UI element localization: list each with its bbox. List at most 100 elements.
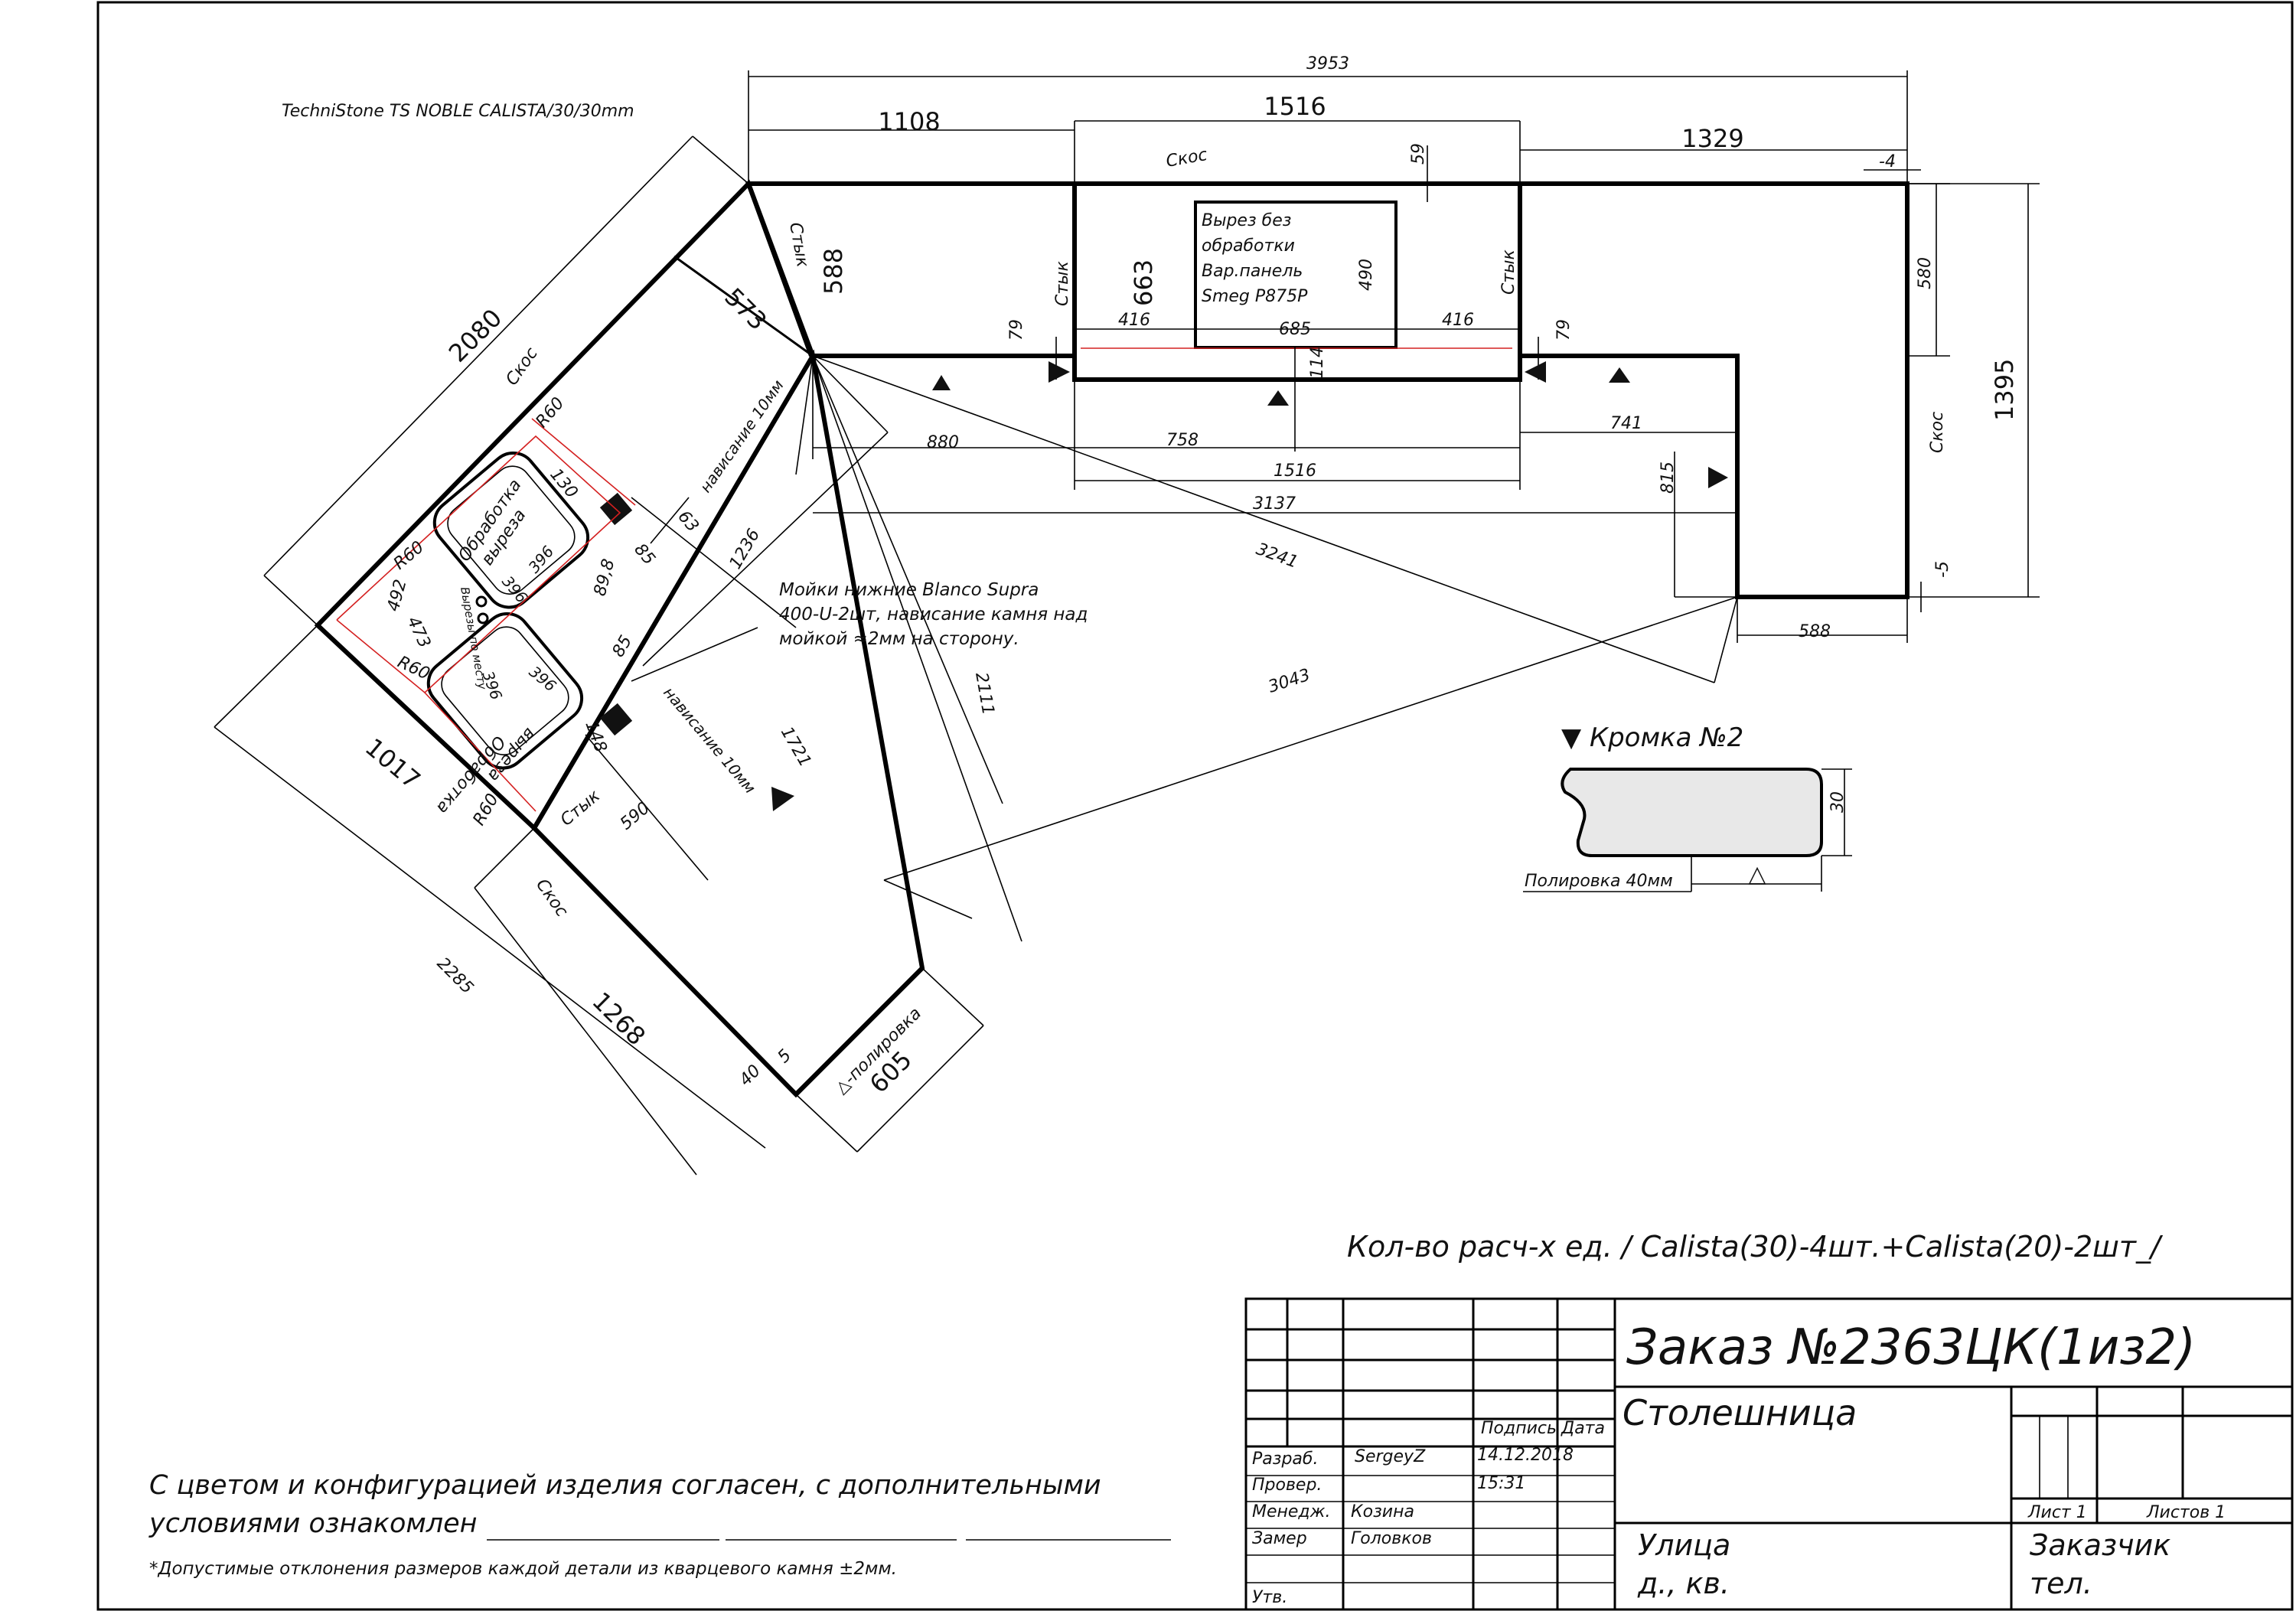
edge-profile xyxy=(1523,768,1852,892)
label-r60-3: R60 xyxy=(394,653,432,684)
tb-list: Лист 1 xyxy=(2027,1503,2087,1522)
dim-2111: 2111 xyxy=(971,671,997,716)
sink-cutouts xyxy=(426,451,633,770)
label-styk-2: Стык xyxy=(1053,260,1072,306)
dim-3241: 3241 xyxy=(1254,540,1300,572)
dim-416-left: 416 xyxy=(1118,311,1150,330)
dim-396c: 396 xyxy=(478,669,506,703)
tb-zamer: Замер xyxy=(1252,1529,1307,1548)
dim-685: 685 xyxy=(1279,320,1311,339)
sinks-note-1: Мойки нижние Blanco Supra xyxy=(779,580,1039,600)
dim-758: 758 xyxy=(1166,431,1199,450)
dim-588-top: 588 xyxy=(819,248,848,295)
sheet-frame xyxy=(96,1,2294,1611)
tb-house: д., кв. xyxy=(1637,1567,1730,1600)
label-navis-2: нависание 10мм xyxy=(660,683,759,797)
dim-3137: 3137 xyxy=(1253,494,1296,514)
agreement-line-1: С цветом и конфигурацией изделия согласе… xyxy=(149,1470,1101,1501)
dim-1516-lower: 1516 xyxy=(1274,461,1316,481)
dim-2285: 2285 xyxy=(433,954,477,998)
tolerance-note: *Допустимые отклонения размеров каждой д… xyxy=(149,1559,897,1579)
sinks-note-2: 400-U-2шт, нависание камня над xyxy=(779,605,1088,625)
title-block xyxy=(1244,1297,2294,1611)
dim-minus4: -4 xyxy=(1879,152,1896,171)
dim-1395: 1395 xyxy=(1990,359,2019,421)
dim-seg-mid: 1516 xyxy=(1264,92,1326,121)
tb-razrab-name: SergeyZ xyxy=(1355,1447,1426,1466)
label-skos-bottom: Скос xyxy=(532,876,572,921)
tb-zamer-name: Головков xyxy=(1351,1529,1432,1548)
edge-triangle: △ xyxy=(1748,861,1766,888)
sink-1 xyxy=(432,451,590,609)
red-axis-lines xyxy=(336,347,1512,812)
tb-customer: Заказчик xyxy=(2030,1528,2170,1562)
cutout-line-3: Вар.панель xyxy=(1202,262,1303,281)
material-label: TechniStone TS NOBLE CALISTA/30/30mm xyxy=(282,102,634,121)
cutout-line-2: обработки xyxy=(1202,236,1295,256)
tb-tel: тел. xyxy=(2030,1567,2092,1600)
dim-total-width: 3953 xyxy=(1306,54,1349,73)
dim-580: 580 xyxy=(1916,257,1935,289)
dim-880: 880 xyxy=(927,433,959,452)
label-skos-top: Скос xyxy=(1165,145,1209,171)
dim-85b: 85 xyxy=(609,632,637,660)
dim-1721: 1721 xyxy=(777,724,815,771)
dim-40: 40 xyxy=(736,1061,765,1090)
label-styk-1: Стык xyxy=(785,221,812,269)
dim-416-right: 416 xyxy=(1442,311,1474,330)
quantity-note: Кол-во расч-х ед. / Calista(30)-4шт.+Cal… xyxy=(1347,1230,2164,1264)
dim-59: 59 xyxy=(1409,143,1428,165)
dim-588-right: 588 xyxy=(1799,622,1831,641)
dim-seg-right: 1329 xyxy=(1681,124,1743,153)
tb-date: 14.12.2018 xyxy=(1477,1446,1574,1465)
cutout-line-4: Smeg P875P xyxy=(1202,287,1308,306)
tb-utv: Утв. xyxy=(1252,1588,1287,1607)
tb-data: Дата xyxy=(1561,1419,1605,1438)
tb-street: Улица xyxy=(1638,1528,1730,1562)
dim-3043: 3043 xyxy=(1266,666,1313,697)
top-countertop xyxy=(745,181,1910,599)
label-skos-right: Скос xyxy=(1928,412,1947,453)
product-name: Столешница xyxy=(1623,1392,1857,1433)
dim-815: 815 xyxy=(1658,461,1678,494)
order-number: Заказ №2363ЦК(1из2) xyxy=(1626,1319,2196,1376)
dim-minus5: -5 xyxy=(1933,561,1952,578)
dim-396b: 396 xyxy=(524,543,557,577)
dim-1017: 1017 xyxy=(360,732,426,794)
dim-741: 741 xyxy=(1610,414,1642,433)
edge-polish: Полировка 40мм xyxy=(1525,872,1673,891)
dim-590: 590 xyxy=(617,798,654,833)
edge-markers xyxy=(771,361,1728,811)
dim-79-right: 79 xyxy=(1554,319,1574,341)
dim-85a: 85 xyxy=(630,540,658,569)
cutout-line-1: Вырез без xyxy=(1202,211,1291,230)
tb-razrab: Разраб. xyxy=(1252,1450,1318,1469)
dim-79-left: 79 xyxy=(1007,319,1026,341)
faucet-mark-2 xyxy=(599,703,633,736)
tb-listov: Листов 1 xyxy=(2146,1503,2226,1522)
dim-seg-left: 1108 xyxy=(878,107,940,136)
dim-114: 114 xyxy=(1308,347,1327,379)
agreement-line-2: условиями ознакомлен xyxy=(148,1508,478,1539)
tb-podpis: Подпись xyxy=(1481,1419,1557,1438)
label-skos-diag: Скос xyxy=(502,344,542,390)
edge-title: ▼ Кромка №2 xyxy=(1561,722,1743,753)
dimension-lines xyxy=(214,70,2040,1176)
dim-663: 663 xyxy=(1129,259,1158,306)
dim-573: 573 xyxy=(719,282,772,336)
sink-2 xyxy=(426,611,584,770)
dim-5: 5 xyxy=(775,1046,796,1068)
dim-492: 492 xyxy=(384,578,411,614)
dim-490: 490 xyxy=(1357,259,1376,291)
dim-898: 89,8 xyxy=(591,557,619,598)
dim-473: 473 xyxy=(403,614,434,651)
panel-cutout xyxy=(1194,201,1397,349)
label-styk-4: Стык xyxy=(557,786,605,830)
tb-time: 15:31 xyxy=(1477,1474,1525,1493)
sinks-note-3: мойкой ≈2мм на сторону. xyxy=(779,629,1019,649)
tb-prover: Провер. xyxy=(1252,1476,1322,1495)
dim-1236: 1236 xyxy=(726,526,765,572)
label-styk-3: Стык xyxy=(1499,249,1518,295)
dim-130: 130 xyxy=(546,465,581,502)
